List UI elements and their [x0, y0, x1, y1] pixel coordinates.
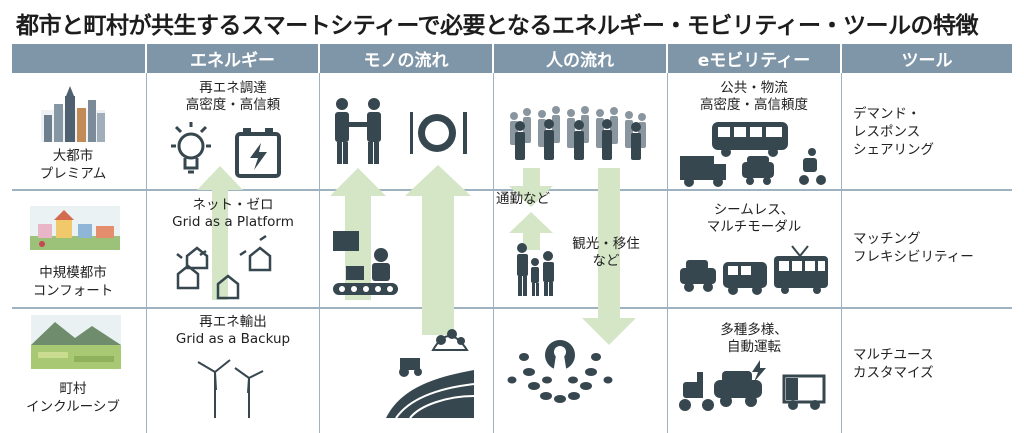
tool-text-row2: マッチング フレキシビリティー — [853, 230, 1013, 266]
emobility-text-row2: シームレス、 マルチモーダル — [668, 202, 840, 236]
mobility-scooter-icon — [679, 372, 714, 411]
conveyor-icon — [333, 231, 398, 295]
wind-turbine-icon — [197, 359, 264, 418]
grid-line — [146, 73, 147, 433]
tool-line: マルチユース — [853, 347, 934, 363]
energy-line: 再エネ輸出 — [199, 314, 267, 330]
minibus-icon — [723, 262, 767, 295]
header-tool: ツール — [842, 44, 1012, 73]
emobility-line: 多種多様、 — [720, 322, 788, 338]
header-blank — [12, 44, 145, 73]
category-grade: プレミアム — [39, 166, 107, 182]
people-up-arrow-bottom — [509, 212, 553, 250]
energy-line: ネット・ゼロ — [192, 197, 274, 213]
tool-line: フレキシビリティー — [853, 249, 974, 265]
emobility-line: 高密度・高信頼度 — [700, 97, 808, 113]
ev-car-icon — [680, 260, 716, 292]
crowd-icon — [510, 106, 646, 160]
row-divider — [12, 189, 1012, 191]
emobility-line: 自動運転 — [727, 339, 781, 355]
energy-line: 高密度・高信頼 — [185, 97, 281, 113]
emobility-text-row3: 多種多様、 自動運転 — [668, 322, 840, 356]
tool-line: マッチング — [853, 231, 921, 247]
scooter-icon — [799, 148, 826, 185]
keyhole-icon — [507, 340, 613, 403]
tool-line: レスポンス — [853, 124, 921, 140]
lightbulb-icon — [171, 122, 211, 174]
energy-line: Grid as a Backup — [175, 331, 291, 347]
tool-text-row3: マルチユース カスタマイズ — [853, 346, 1013, 382]
tool-line: デマンド・ — [853, 106, 921, 122]
tram-icon — [774, 245, 828, 294]
category-grade: コンフォート — [32, 283, 114, 299]
handshake-icon — [335, 98, 381, 164]
goods-long-up-arrow — [405, 165, 471, 335]
charging-car-icon — [714, 360, 766, 407]
energy-text-row2: ネット・ゼロ Grid as a Platform — [147, 197, 319, 231]
emobility-line: シームレス、 — [713, 202, 795, 218]
farm-icon — [386, 329, 475, 419]
category-name: 中規模都市 — [39, 265, 107, 281]
village-thumbnail — [31, 315, 121, 369]
town-thumbnail — [30, 206, 120, 250]
grid-line — [319, 73, 320, 433]
people-down-arrow-top — [509, 168, 553, 207]
category-label-midsize-city: 中規模都市 コンフォート — [18, 264, 128, 300]
people-long-down-arrow — [582, 168, 636, 345]
city-thumbnail — [41, 86, 105, 142]
header-emobility: eモビリティー — [668, 44, 840, 73]
energy-text-row3: 再エネ輸出 Grid as a Backup — [147, 314, 319, 348]
header-people-flow: 人の流れ — [494, 44, 666, 73]
plate-icon — [410, 112, 467, 154]
solar-houses-icon — [176, 234, 272, 300]
header-goods-flow: モノの流れ — [320, 44, 492, 73]
category-label-metropolis: 大都市 プレミアム — [18, 147, 128, 183]
conveyor-rollers — [339, 286, 393, 292]
tourism-line: 観光・移住 — [572, 236, 640, 252]
tool-text-row1: デマンド・ レスポンス シェアリング — [853, 105, 1013, 159]
category-grade: インクルーシブ — [26, 399, 120, 415]
delivery-truck-icon — [782, 374, 826, 410]
grid-line — [667, 73, 668, 433]
car-icon — [742, 156, 774, 185]
emobility-text-row1: 公共・物流 高密度・高信頼度 — [668, 80, 840, 114]
emobility-line: マルチモーダル — [706, 219, 802, 235]
category-name: 町村 — [59, 381, 87, 397]
truck-icon — [680, 156, 726, 187]
battery-icon — [235, 128, 281, 178]
grid-line — [493, 73, 494, 433]
category-name: 大都市 — [52, 148, 94, 164]
energy-text-row1: 再エネ調達 高密度・高信頼 — [147, 80, 319, 114]
emobility-line: 公共・物流 — [720, 80, 788, 96]
bus-icon — [712, 122, 788, 157]
tool-line: シェアリング — [853, 142, 934, 158]
header-energy: エネルギー — [147, 44, 318, 73]
tool-line: カスタマイズ — [853, 365, 934, 381]
family-icon — [517, 243, 554, 296]
commute-label: 通勤など — [496, 191, 550, 207]
category-label-village: 町村 インクルーシブ — [18, 380, 128, 416]
page-title: 都市と町村が共生するスマートシティーで必要となるエネルギー・モビリティー・ツール… — [16, 13, 978, 39]
energy-line: Grid as a Platform — [172, 214, 294, 230]
row-divider — [12, 307, 1012, 309]
tourism-label: 観光・移住 など — [566, 236, 646, 270]
energy-line: 再エネ調達 — [199, 80, 267, 96]
tourism-line: など — [592, 253, 620, 269]
energy-up-arrow — [197, 166, 243, 300]
table-header: エネルギー モノの流れ 人の流れ eモビリティー ツール — [12, 44, 1012, 73]
grid-line — [841, 73, 842, 433]
